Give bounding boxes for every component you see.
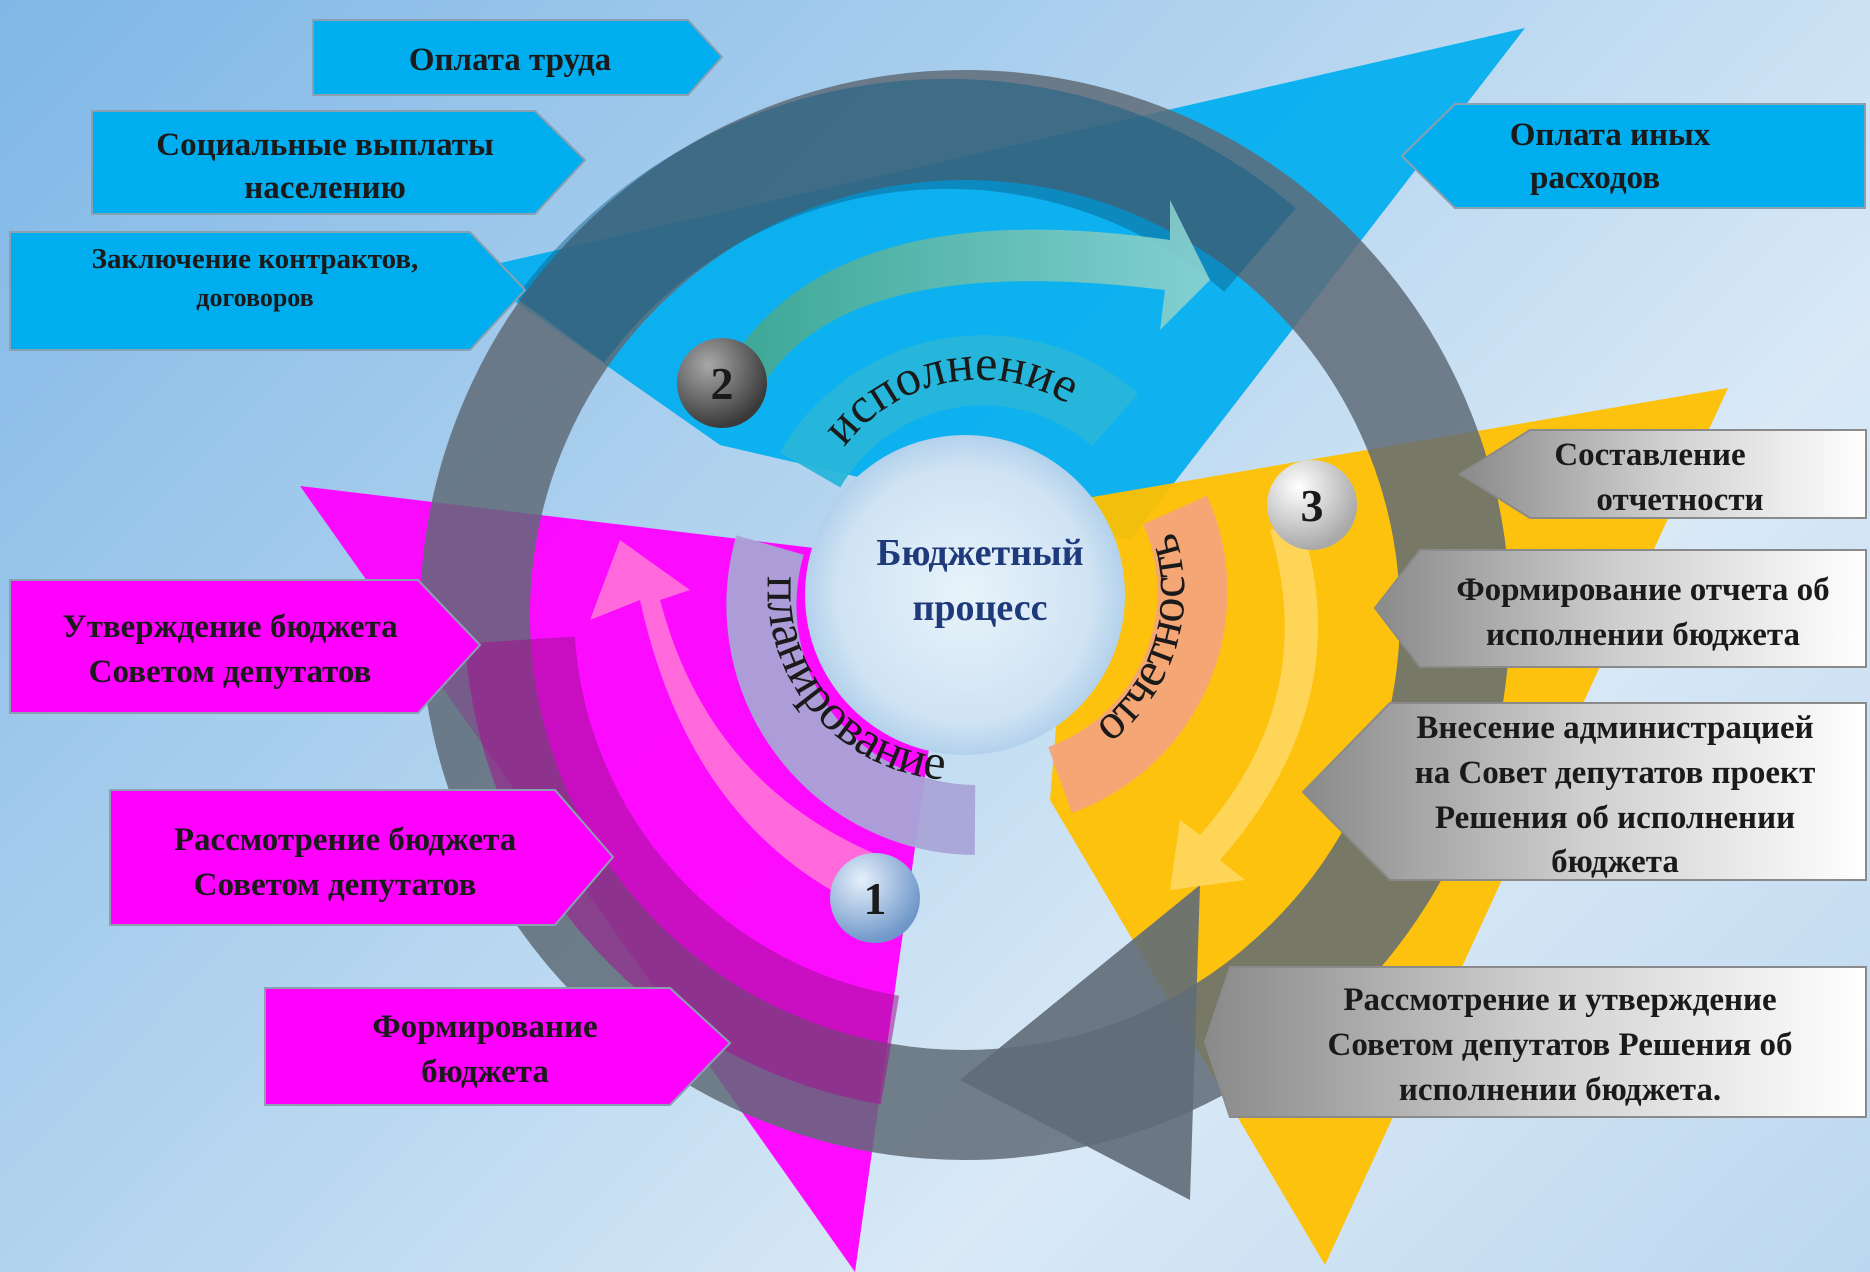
svg-text:Оплата труда: Оплата труда bbox=[409, 42, 611, 78]
svg-text:Рассмотрение и утверждение: Рассмотрение и утверждение bbox=[1343, 982, 1776, 1018]
svg-text:бюджета: бюджета bbox=[421, 1054, 549, 1090]
reporting-label-approve: Рассмотрение и утверждение Советом депут… bbox=[1203, 966, 1867, 1118]
svg-text:отчетности: отчетности bbox=[1596, 482, 1763, 518]
execution-label-wages: Оплата труда bbox=[312, 19, 724, 96]
svg-text:Формирование: Формирование bbox=[372, 1009, 597, 1045]
svg-text:3: 3 bbox=[1301, 480, 1324, 531]
svg-text:Заключение контрактов,: Заключение контрактов, bbox=[92, 243, 419, 275]
ring-arrowhead bbox=[960, 885, 1200, 1200]
svg-text:Оплата иных: Оплата иных bbox=[1510, 117, 1711, 153]
center-title-line2: процесс bbox=[913, 587, 1048, 629]
center-title-line1: Бюджетный bbox=[876, 532, 1083, 574]
svg-text:Решения об исполнении: Решения об исполнении bbox=[1435, 800, 1795, 836]
reporting-inner-arrow bbox=[1170, 520, 1318, 890]
ring-segment-magenta bbox=[465, 635, 900, 1105]
center-circle bbox=[805, 435, 1125, 755]
planning-label-review: Рассмотрение бюджета Советом депутатов bbox=[109, 789, 615, 926]
svg-text:расходов: расходов bbox=[1530, 160, 1660, 196]
reporting-label-report: Формирование отчета об исполнении бюджет… bbox=[1373, 549, 1867, 668]
svg-text:Советом депутатов Решения об: Советом депутатов Решения об bbox=[1328, 1027, 1793, 1063]
svg-text:исполнении бюджета.: исполнении бюджета. bbox=[1399, 1072, 1721, 1108]
svg-text:2: 2 bbox=[711, 358, 734, 409]
stage-badge-1: 1 bbox=[830, 853, 920, 943]
svg-text:Рассмотрение бюджета: Рассмотрение бюджета bbox=[174, 822, 516, 858]
svg-text:исполнении бюджета: исполнении бюджета bbox=[1486, 617, 1800, 653]
svg-text:Социальные выплаты: Социальные выплаты bbox=[156, 127, 494, 163]
svg-text:Формирование отчета об: Формирование отчета об bbox=[1456, 572, 1829, 608]
svg-text:1: 1 bbox=[864, 873, 887, 924]
stage-band-reporting bbox=[1047, 495, 1228, 813]
planning-label-approval: Утверждение бюджета Советом депутатов bbox=[9, 579, 482, 714]
svg-text:на Совет депутатов проект: на Совет депутатов проект bbox=[1415, 755, 1816, 791]
execution-label-contracts: Заключение контрактов, договоров bbox=[9, 231, 527, 351]
execution-inner-arrow bbox=[720, 200, 1210, 390]
svg-text:договоров: договоров bbox=[196, 283, 313, 312]
planning-label-forming: Формирование бюджета bbox=[264, 987, 732, 1106]
ring-segment-blue bbox=[515, 78, 1296, 363]
execution-label-social: Социальные выплаты населению bbox=[91, 110, 587, 215]
svg-text:бюджета: бюджета bbox=[1551, 844, 1679, 880]
svg-text:Утверждение бюджета: Утверждение бюджета bbox=[62, 609, 397, 645]
stage-band-execution bbox=[779, 335, 1139, 489]
stage-badge-2: 2 bbox=[677, 338, 767, 428]
svg-text:населению: населению bbox=[244, 170, 406, 206]
svg-text:Советом депутатов: Советом депутатов bbox=[89, 654, 372, 690]
reporting-label-compile: Составление отчетности bbox=[1458, 429, 1867, 519]
svg-text:Внесение администрацией: Внесение администрацией bbox=[1416, 710, 1813, 746]
svg-text:Составление: Составление bbox=[1554, 437, 1745, 473]
stage-badge-3: 3 bbox=[1267, 460, 1357, 550]
reporting-label-submit: Внесение администрацией на Совет депутат… bbox=[1301, 702, 1867, 881]
execution-label-other: Оплата иных расходов bbox=[1400, 103, 1866, 209]
svg-text:Советом депутатов: Советом депутатов bbox=[194, 867, 477, 903]
planning-inner-arrow bbox=[590, 540, 890, 910]
stage-band-planning bbox=[726, 535, 976, 855]
